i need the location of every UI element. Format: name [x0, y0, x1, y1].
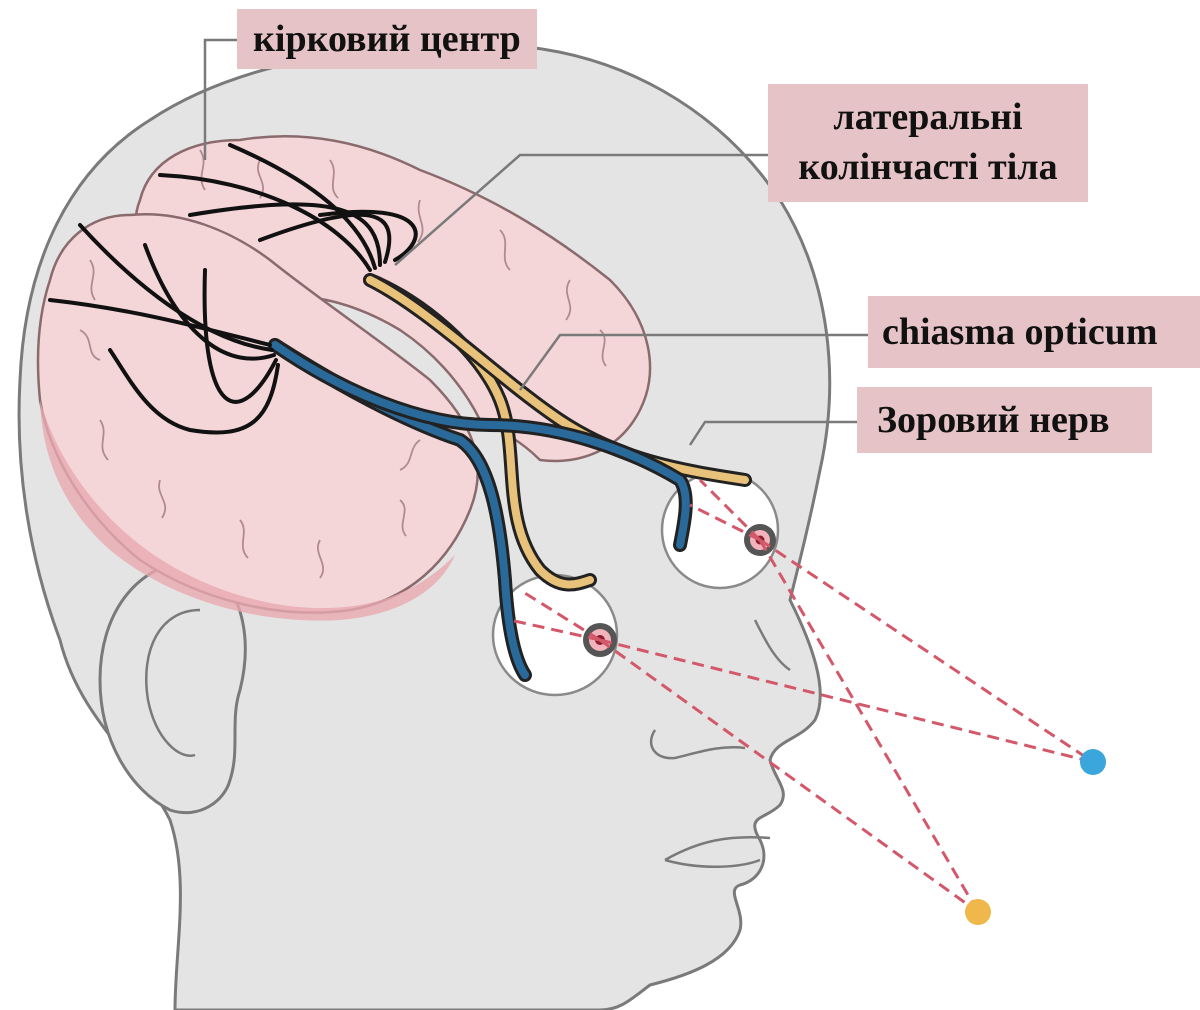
label-chiasma-opticum: chiasma opticum	[868, 296, 1200, 368]
target-blue-dot	[1080, 749, 1106, 775]
label-lgn-line1: латеральні	[768, 92, 1088, 142]
target-yellow-dot	[965, 899, 991, 925]
label-lateral-geniculate: латеральні колінчасті тіла	[768, 84, 1088, 202]
label-optic-nerve: Зоровий нерв	[857, 387, 1152, 453]
label-lgn-line2: колінчасті тіла	[768, 142, 1088, 192]
label-cortical-center: кірковий центр	[237, 9, 537, 69]
